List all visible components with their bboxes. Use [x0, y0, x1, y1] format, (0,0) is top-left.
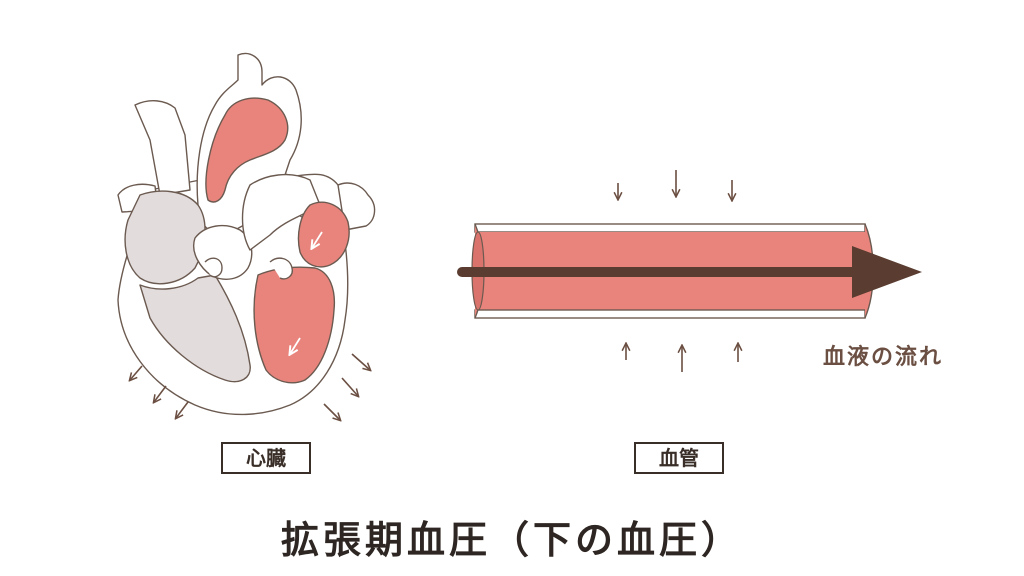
vessel-pressure-arrows — [618, 170, 738, 372]
expansion-arrow — [130, 365, 143, 380]
left-ventricle — [253, 266, 336, 384]
page-title: 拡張期血圧（下の血圧） — [280, 518, 743, 562]
mitral-valve-curl — [269, 257, 294, 280]
superior-vena-cava — [134, 100, 191, 196]
expansion-arrow — [323, 403, 340, 420]
heart-illustration — [117, 52, 376, 416]
right-atrium — [124, 190, 206, 285]
aorta-descending-overlap — [241, 173, 321, 251]
expansion-arrow — [351, 353, 370, 370]
inner-flow-arrow-2 — [290, 337, 301, 354]
expansion-arrow — [341, 377, 358, 396]
expansion-arrow — [176, 401, 189, 418]
right-ventricle — [139, 274, 251, 383]
flow-arrow-head — [852, 246, 922, 298]
heart-label: 心臓 — [221, 442, 311, 474]
tricuspid-valve-curl — [204, 257, 223, 278]
aortic-arch-blood — [205, 97, 289, 203]
blood-flow-label: 血液の流れ — [823, 345, 944, 370]
blood-vessel — [457, 223, 922, 319]
heart-expansion-arrows — [130, 353, 370, 420]
vessel-wall-top — [474, 223, 866, 233]
vessel-label: 血管 — [634, 442, 724, 474]
vessel-wall-bottom — [474, 309, 866, 319]
expansion-arrow — [154, 385, 167, 402]
inner-flow-arrow-1 — [312, 231, 323, 248]
